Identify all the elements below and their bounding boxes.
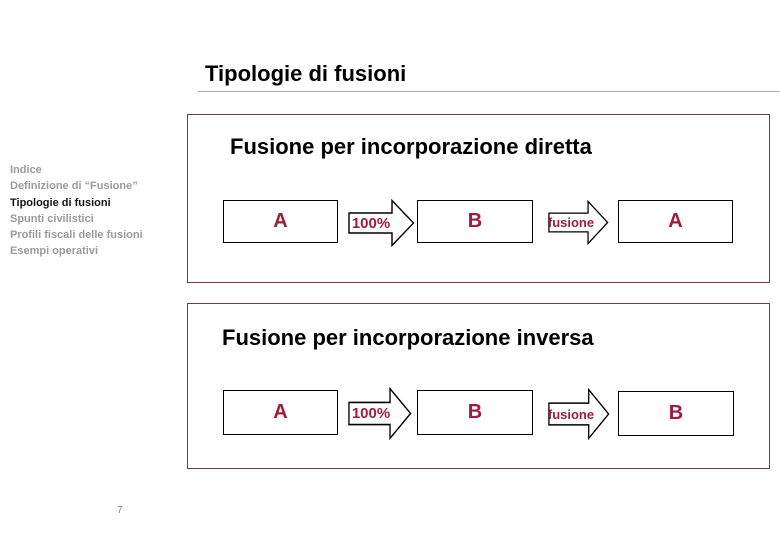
block-arrow-ownership: 100% <box>348 199 415 247</box>
block-arrow-fusione: fusione <box>548 200 609 245</box>
entity-label: B <box>467 401 483 423</box>
sidebar-item-tipologie-active: Tipologie di fusioni <box>10 196 111 209</box>
entity-label: A <box>273 210 288 232</box>
sidebar-item-definizione: Definizione di “Fusione” <box>10 180 138 193</box>
right-arrow-icon <box>548 200 609 245</box>
page-number: 7 <box>117 505 123 516</box>
sidebar-index: Indice Definizione di “Fusione” Tipologi… <box>10 162 143 260</box>
right-arrow-icon <box>348 199 415 247</box>
sidebar-item-spunti: Spunti civilistici <box>10 212 94 225</box>
block-arrow-ownership: 100% <box>348 387 412 440</box>
panel-fusione-diretta: Fusione per incorporazione diretta A 100… <box>187 114 770 283</box>
block-arrow-fusione: fusione <box>548 388 610 440</box>
entity-label: B <box>668 402 684 424</box>
sidebar-item-indice: Indice <box>10 164 42 176</box>
arrow-label-fusione: fusione <box>547 215 595 230</box>
sidebar-item-profili: Profili fiscali delle fusioni <box>10 229 143 242</box>
entity-box-b: B <box>417 200 533 243</box>
panel-heading-diretta: Fusione per incorporazione diretta <box>230 134 592 159</box>
entity-box-a: A <box>223 390 338 435</box>
entity-label: B <box>467 210 483 232</box>
arrow-label-percentage: 100% <box>351 214 391 232</box>
arrow-label-fusione: fusione <box>547 406 595 422</box>
page-title: Tipologie di fusioni <box>205 61 407 86</box>
entity-label: A <box>668 210 683 232</box>
right-arrow-icon <box>348 387 412 440</box>
entity-box-a: A <box>223 200 338 243</box>
entity-box-result: A <box>618 200 733 243</box>
title-divider <box>198 91 780 92</box>
entity-box-result: B <box>618 391 734 436</box>
panel-heading-inversa: Fusione per incorporazione inversa <box>222 325 594 350</box>
right-arrow-icon <box>548 388 610 440</box>
arrow-label-percentage: 100% <box>351 405 391 422</box>
panel-fusione-inversa: Fusione per incorporazione inversa A 100… <box>187 303 770 469</box>
entity-box-b: B <box>417 390 533 435</box>
entity-label: A <box>273 401 288 423</box>
sidebar-item-esempi: Esempi operativi <box>10 245 99 258</box>
